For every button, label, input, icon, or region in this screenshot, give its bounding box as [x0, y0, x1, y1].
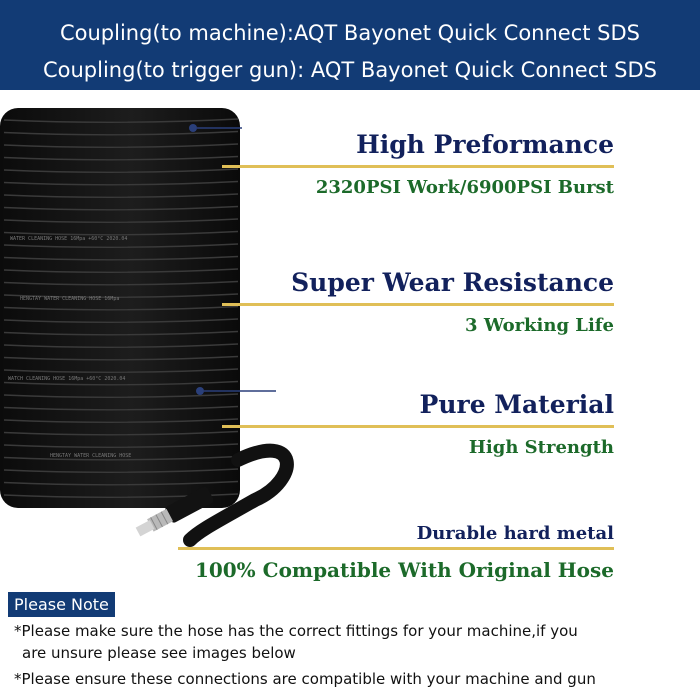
feature-subtitle-psi: 2320PSI Work/6900PSI Burst	[315, 177, 614, 198]
coupling-gun-text: Coupling(to trigger gun): AQT Bayonet Qu…	[42, 58, 657, 82]
gold-divider	[222, 303, 614, 306]
feature-subtitle-compatible: 100% Compatible With Original Hose	[194, 558, 614, 582]
feature-title-performance: High Preformance	[356, 130, 614, 159]
gold-divider	[222, 425, 614, 428]
feature-title-material: Pure Material	[419, 390, 614, 419]
feature-title-wear: Super Wear Resistance	[291, 268, 614, 297]
gold-divider	[178, 547, 614, 550]
svg-text:WATER CLEANING HOSE 16Mpa +60°: WATER CLEANING HOSE 16Mpa +60°C 2020.04	[10, 236, 127, 242]
note-line-2: are unsure please see images below	[22, 644, 296, 662]
please-note-badge: Please Note	[8, 592, 115, 617]
hose-coil-image: WATER CLEANING HOSE 16Mpa +60°C 2020.04 …	[0, 108, 294, 547]
feature-subtitle-life: 3 Working Life	[465, 315, 614, 336]
note-line-3: *Please ensure these connections are com…	[14, 670, 596, 688]
note-line-1: *Please make sure the hose has the corre…	[14, 622, 578, 640]
svg-text:HENGTAY WATER CLEANING HOSE 16: HENGTAY WATER CLEANING HOSE 16Mpa	[20, 296, 119, 302]
svg-text:HENGTAY WATER CLEANING HOSE: HENGTAY WATER CLEANING HOSE	[50, 453, 131, 459]
feature-subtitle-strength: High Strength	[468, 437, 614, 458]
svg-text:WATCH CLEANING HOSE 16Mpa +60°: WATCH CLEANING HOSE 16Mpa +60°C 2020.04	[8, 376, 125, 382]
gold-divider	[222, 165, 614, 168]
feature-title-metal: Durable hard metal	[416, 523, 614, 544]
header-banner: Coupling(to machine):AQT Bayonet Quick C…	[0, 0, 700, 90]
coupling-machine-text: Coupling(to machine):AQT Bayonet Quick C…	[59, 21, 641, 45]
